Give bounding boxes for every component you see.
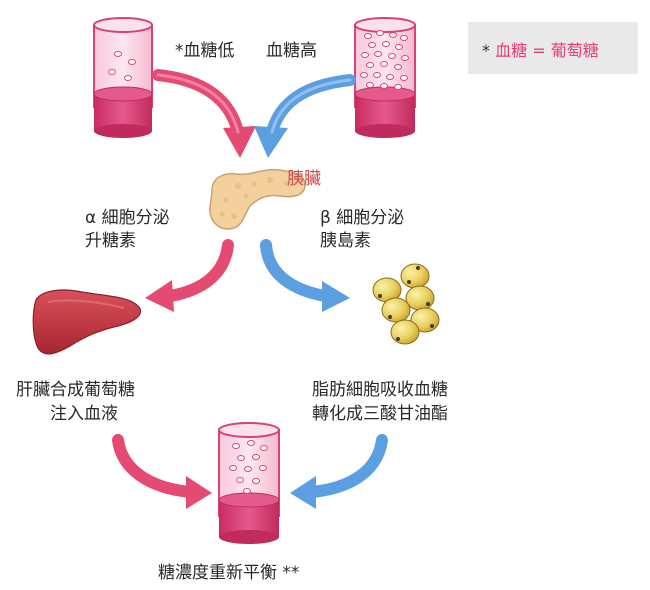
high-sugar-label: 血糖高	[266, 41, 317, 61]
pancreas-to-fat-arrow	[260, 239, 331, 302]
fat-to-balance-arrowhead	[290, 476, 316, 509]
fat-cells-illustration	[372, 263, 440, 345]
fat-label-line2: 轉化成三酸甘油酯	[312, 404, 448, 424]
legend-box: * 血糖 = 葡萄糖	[468, 22, 638, 74]
glucagon-label: 升糖素	[85, 231, 136, 251]
liver-label-line1: 肝臟合成葡萄糖	[16, 380, 135, 400]
alpha-cell-label: α 細胞分泌	[85, 208, 170, 228]
pancreas-to-liver-arrow	[164, 239, 234, 302]
high-sugar-to-pancreas-arrow	[266, 74, 356, 138]
pancreas-to-fat-arrowhead	[322, 281, 350, 312]
low-sugar-label: *血糖低	[175, 41, 235, 61]
liver-label-line2: 注入血液	[50, 404, 118, 424]
liver-to-balance-arrowhead	[186, 476, 212, 509]
high-sugar-to-pancreas-arrowhead	[254, 126, 288, 158]
legend-definition: 葡萄糖	[550, 41, 599, 60]
low-sugar-vessel	[93, 17, 153, 138]
fat-label-line1: 脂肪細胞吸收血糖	[312, 380, 448, 400]
legend-equals: =	[532, 41, 546, 60]
liver-illustration	[32, 289, 142, 355]
pancreas-to-liver-arrowhead	[145, 280, 174, 312]
beta-cell-label: β 細胞分泌	[320, 208, 405, 228]
high-sugar-vessel	[354, 17, 416, 138]
pancreas-label: 胰臟	[287, 169, 321, 189]
legend-term: 血糖	[495, 41, 528, 60]
fat-to-balance-arrow	[306, 434, 388, 498]
pancreas-illustration	[209, 168, 306, 230]
low-sugar-to-pancreas-arrowhead	[223, 126, 256, 158]
balance-label: 糖濃度重新平衡 **	[158, 563, 300, 583]
balanced-vessel	[218, 422, 280, 544]
insulin-label: 胰島素	[320, 231, 371, 251]
legend-text: * 血糖 = 葡萄糖	[482, 37, 599, 61]
liver-to-balance-arrow	[112, 434, 196, 498]
legend-asterisk: *	[482, 41, 490, 60]
